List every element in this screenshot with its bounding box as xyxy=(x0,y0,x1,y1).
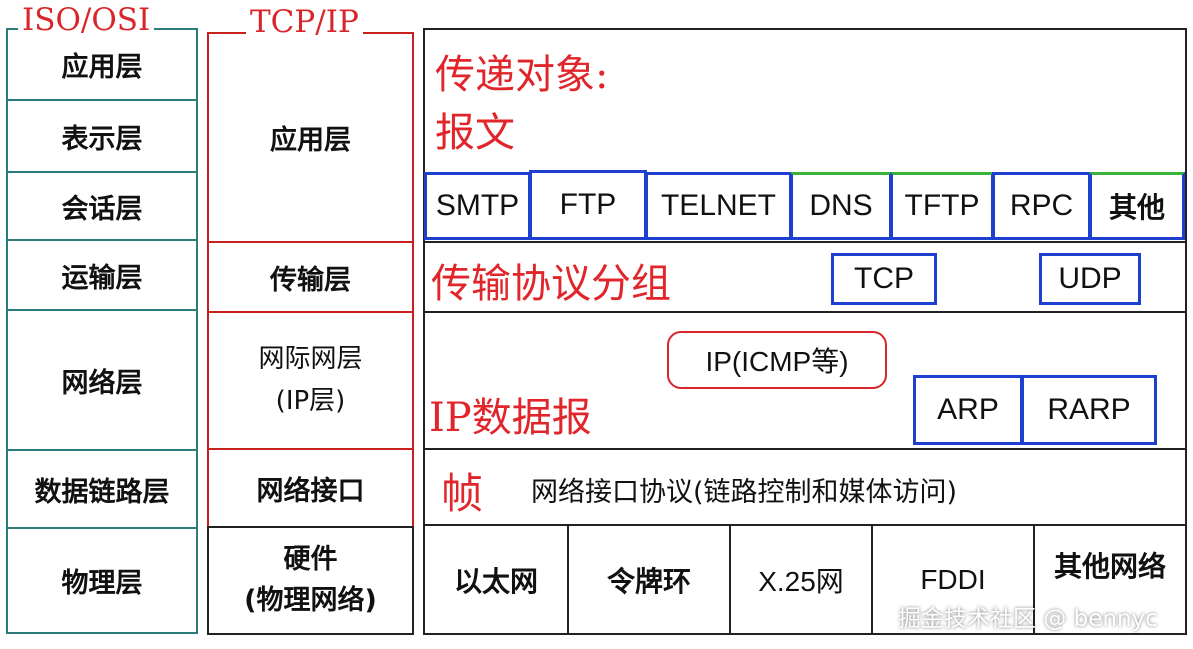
transport-row: 传输协议分组 TCP UDP xyxy=(423,241,1187,313)
protocol-rarp: RARP xyxy=(1021,375,1157,445)
link-row: 帧 网络接口协议(链路控制和媒体访问) xyxy=(423,448,1187,526)
protocol-tcp: TCP xyxy=(831,253,937,305)
tcpip-layer-transport: 传输层 xyxy=(207,241,414,313)
osi-layer-label: 物理层 xyxy=(61,568,143,599)
tcpip-layer-internet: 网际网层 (IP层) xyxy=(207,311,414,450)
osi-layer-label: 会话层 xyxy=(61,193,143,225)
network-ethernet: 以太网 xyxy=(425,526,569,633)
tcpip-layer-link: 网络接口 xyxy=(207,448,414,528)
tcpip-layer-label: 传输层 xyxy=(270,264,351,296)
network-fddi: FDDI xyxy=(873,526,1035,633)
protocol-ftp: FTP xyxy=(529,170,647,240)
protocol-label: TCP xyxy=(854,262,914,295)
network-x25: X.25网 xyxy=(731,526,873,633)
protocol-label: ARP xyxy=(937,393,999,426)
tcpip-layer-label: 应用层 xyxy=(270,125,351,156)
protocol-arp: ARP xyxy=(913,375,1023,445)
protocol-tftp: TFTP xyxy=(890,172,994,240)
osi-layer-application: 应用层 xyxy=(6,28,198,101)
osi-layer-presentation: 表示层 xyxy=(6,99,198,173)
internet-row: IP(ICMP等) IP数据报 ARP RARP xyxy=(423,311,1187,450)
internet-label: IP数据报 xyxy=(429,395,592,441)
protocol-label: UDP xyxy=(1058,262,1122,295)
osi-layer-session: 会话层 xyxy=(6,171,198,241)
tcpip-layer-label: 网络接口 xyxy=(256,475,365,507)
tcpip-layer-application: 应用层 xyxy=(207,32,414,243)
osi-layer-data-link: 数据链路层 xyxy=(6,449,198,529)
protocol-label: DNS xyxy=(809,189,873,222)
network-token-ring: 令牌环 xyxy=(569,526,731,633)
tcpip-layer-label: 网际网层 xyxy=(258,343,363,374)
protocol-label: IP(ICMP等) xyxy=(705,346,849,377)
watermark: 掘金技术社区 @ bennyc xyxy=(898,606,1158,632)
osi-layer-label: 应用层 xyxy=(61,52,143,83)
protocol-label: RARP xyxy=(1047,393,1131,426)
application-label-line2: 报文 xyxy=(435,110,515,156)
osi-layer-label: 表示层 xyxy=(61,123,143,155)
application-label-line1: 传递对象: xyxy=(435,52,609,98)
network-label: 以太网 xyxy=(453,564,538,598)
network-label: FDDI xyxy=(920,563,986,595)
protocol-udp: UDP xyxy=(1039,253,1141,305)
protocol-telnet: TELNET xyxy=(645,172,792,240)
osi-title: ISO/OSI xyxy=(18,2,155,38)
osi-layer-label: 数据链路层 xyxy=(34,476,170,508)
protocol-label: TFTP xyxy=(904,189,980,222)
osi-column: 应用层 表示层 会话层 运输层 网络层 数据链路层 物理层 xyxy=(6,28,198,634)
tcpip-title: TCP/IP xyxy=(246,4,363,40)
osi-layer-physical: 物理层 xyxy=(6,527,198,634)
protocol-label: RPC xyxy=(1009,189,1074,222)
ip-protocol-box: IP(ICMP等) xyxy=(667,331,887,389)
osi-layer-transport: 运输层 xyxy=(6,239,198,311)
tcpip-column: 应用层 传输层 网际网层 (IP层) 网络接口 硬件 (物理网络) xyxy=(207,32,414,635)
network-label: 令牌环 xyxy=(606,564,691,598)
tcpip-layer-label: 硬件 xyxy=(283,544,338,575)
protocol-label: TELNET xyxy=(660,189,777,222)
network-other: 其他网络 xyxy=(1035,526,1185,633)
tcpip-layer-hardware: 硬件 (物理网络) xyxy=(207,526,414,635)
tcpip-layer-sublabel: (物理网络) xyxy=(244,584,377,616)
protocol-label: SMTP xyxy=(435,189,520,222)
protocol-smtp: SMTP xyxy=(424,172,531,240)
protocol-dns: DNS xyxy=(790,172,892,240)
protocol-label: FTP xyxy=(559,188,617,221)
protocol-rpc: RPC xyxy=(992,172,1091,240)
osi-layer-label: 运输层 xyxy=(61,262,143,294)
osi-layer-network: 网络层 xyxy=(6,309,198,451)
protocol-other: 其他 xyxy=(1089,172,1185,240)
network-label: 其他网络 xyxy=(1053,549,1166,583)
osi-layer-label: 网络层 xyxy=(61,367,143,399)
transport-label: 传输协议分组 xyxy=(431,261,671,307)
link-label: 帧 xyxy=(441,469,484,518)
protocol-label: 其他 xyxy=(1108,191,1165,224)
hardware-row: 以太网 令牌环 X.25网 FDDI 其他网络 xyxy=(423,524,1187,635)
link-description: 网络接口协议(链路控制和媒体访问) xyxy=(531,477,958,508)
tcpip-layer-sublabel: (IP层) xyxy=(275,385,346,416)
network-label: X.25网 xyxy=(758,565,844,597)
